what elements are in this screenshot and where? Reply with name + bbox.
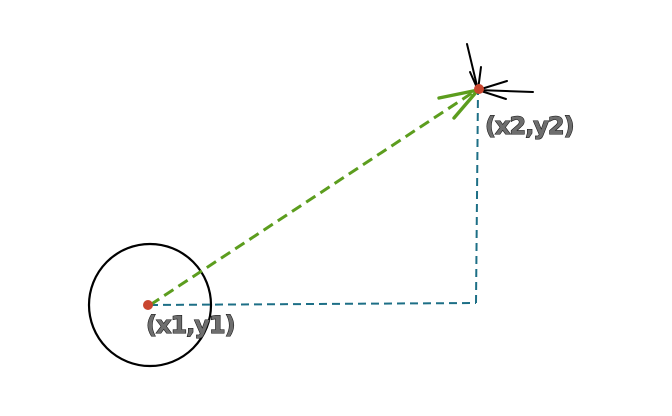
start-point-label: (x1,y1) [146,311,235,339]
direction-arrow-shaft [149,91,473,307]
start-circle [87,242,213,368]
direction-arrowhead-lower [452,88,480,120]
direction-arrowhead-upper [437,88,480,100]
vertical-projection-line [475,89,479,304]
target-ray [466,43,479,91]
end-point-label: (x2,y2) [485,112,574,140]
target-ray [477,89,534,93]
end-point [474,84,484,94]
start-point [143,300,153,310]
horizontal-projection-line [149,302,477,306]
